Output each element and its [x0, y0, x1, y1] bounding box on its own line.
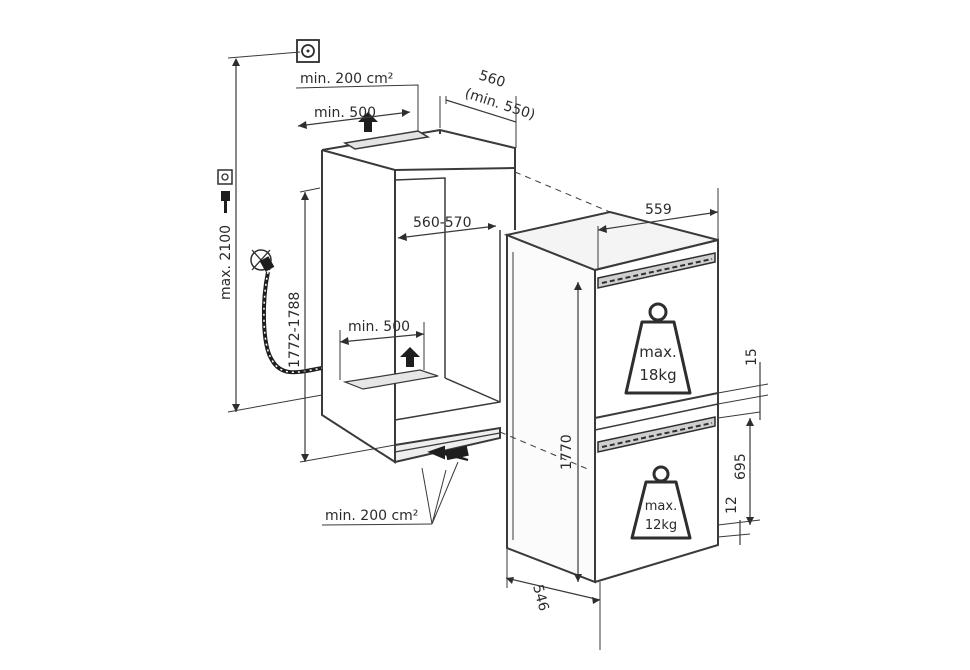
weight-icon: max. 18kg — [624, 302, 692, 395]
dim-niche-depth: 560 (min. 550) — [439, 68, 537, 148]
label-niche-height: 1772-1788 — [287, 292, 303, 368]
label-opening-top: min. 500 — [314, 105, 376, 121]
label-max-height: max. 2100 — [218, 225, 234, 300]
airflow-arrow-icon — [400, 347, 420, 367]
label-12: 12 — [724, 496, 740, 514]
dim-appliance-depth: 546 — [505, 548, 601, 650]
dim-appliance-width: 559 — [597, 188, 719, 268]
weight-bottom-line2: 12kg — [645, 518, 677, 533]
weight-top-line1: max. — [639, 343, 676, 361]
weight-icon: max. 12kg — [630, 465, 692, 540]
dim-niche-width: 560-570 — [397, 215, 497, 241]
label-695: 695 — [733, 453, 749, 480]
label-niche-depth-min: (min. 550) — [463, 86, 537, 124]
dim-max-height: max. 2100 — [217, 58, 323, 413]
weight-top-line2: 18kg — [639, 366, 676, 384]
label-appliance-width: 559 — [645, 202, 672, 218]
label-vent-top: min. 200 cm² — [300, 71, 393, 87]
dim-top-vent: min. 200 cm² — [295, 71, 419, 132]
dim-base-gap: 12 — [717, 496, 761, 545]
dim-niche-height: 1772-1788 — [287, 187, 396, 463]
dim-drawer-height: 695 — [717, 411, 761, 525]
weight-bottom-line1: max. — [645, 499, 677, 514]
water-tap-icon — [250, 249, 275, 272]
label-opening-floor: min. 500 — [348, 319, 410, 335]
floor-vent-slot — [342, 347, 439, 390]
dim-appliance-height: 1770 — [559, 282, 582, 582]
airflow-arrow-icon — [427, 445, 469, 461]
socket-icon — [296, 39, 320, 63]
label-appliance-depth: 546 — [529, 583, 551, 613]
dim-top-opening: min. 500 — [297, 105, 411, 129]
label-gap: 15 — [744, 348, 760, 366]
label-niche-width: 560-570 — [413, 215, 472, 231]
label-vent-bottom: min. 200 cm² — [325, 508, 418, 524]
door-handles — [597, 252, 716, 453]
plug-icon — [217, 169, 233, 213]
alignment-guides — [499, 171, 611, 471]
dim-gap: 15 — [717, 348, 769, 420]
niche-cabinet — [321, 128, 516, 464]
label-niche-depth: 560 — [477, 68, 507, 91]
label-appliance-height: 1770 — [559, 434, 575, 470]
dim-floor-opening: min. 500 — [339, 319, 425, 380]
dim-bottom-vent: min. 200 cm² — [321, 461, 459, 526]
